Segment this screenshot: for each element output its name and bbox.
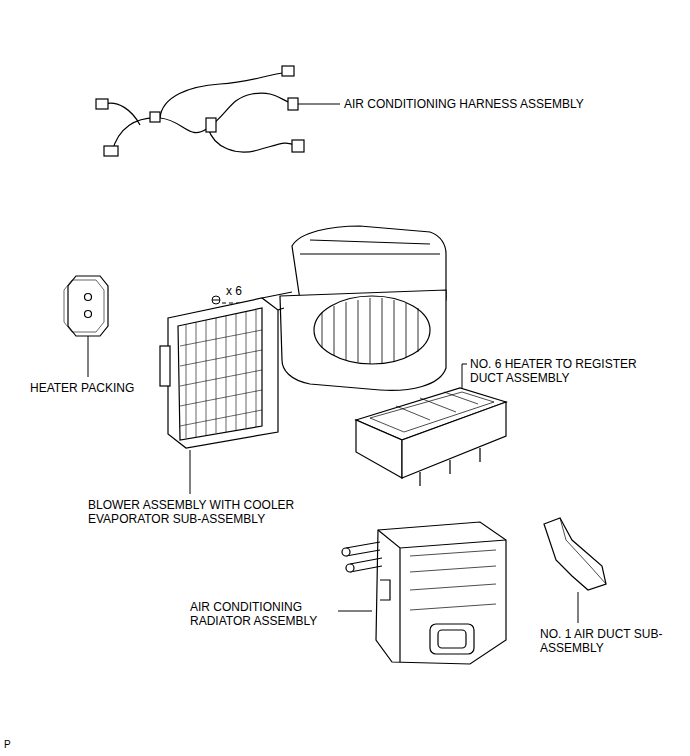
quantity-label: x 6 (226, 284, 242, 298)
radiator-assembly-drawing (342, 522, 506, 664)
heater-packing-drawing (64, 276, 108, 336)
duct-drawing (356, 388, 506, 486)
part-label: AIR CONDITIONING RADIATOR ASSEMBLY (190, 600, 335, 628)
part-label: AIR CONDITIONING HARNESS ASSEMBLY (344, 97, 584, 111)
part-label: NO. 6 HEATER TO REGISTER DUCT ASSEMBLY (470, 357, 665, 385)
part-label: BLOWER ASSEMBLY WITH COOLER EVAPORATOR S… (88, 498, 320, 526)
figure-code: P (4, 738, 11, 752)
air-duct-drawing (544, 518, 606, 590)
part-label: HEATER PACKING (30, 381, 134, 395)
harness-drawing (96, 66, 304, 156)
part-label: NO. 1 AIR DUCT SUB-ASSEMBLY (540, 627, 665, 655)
